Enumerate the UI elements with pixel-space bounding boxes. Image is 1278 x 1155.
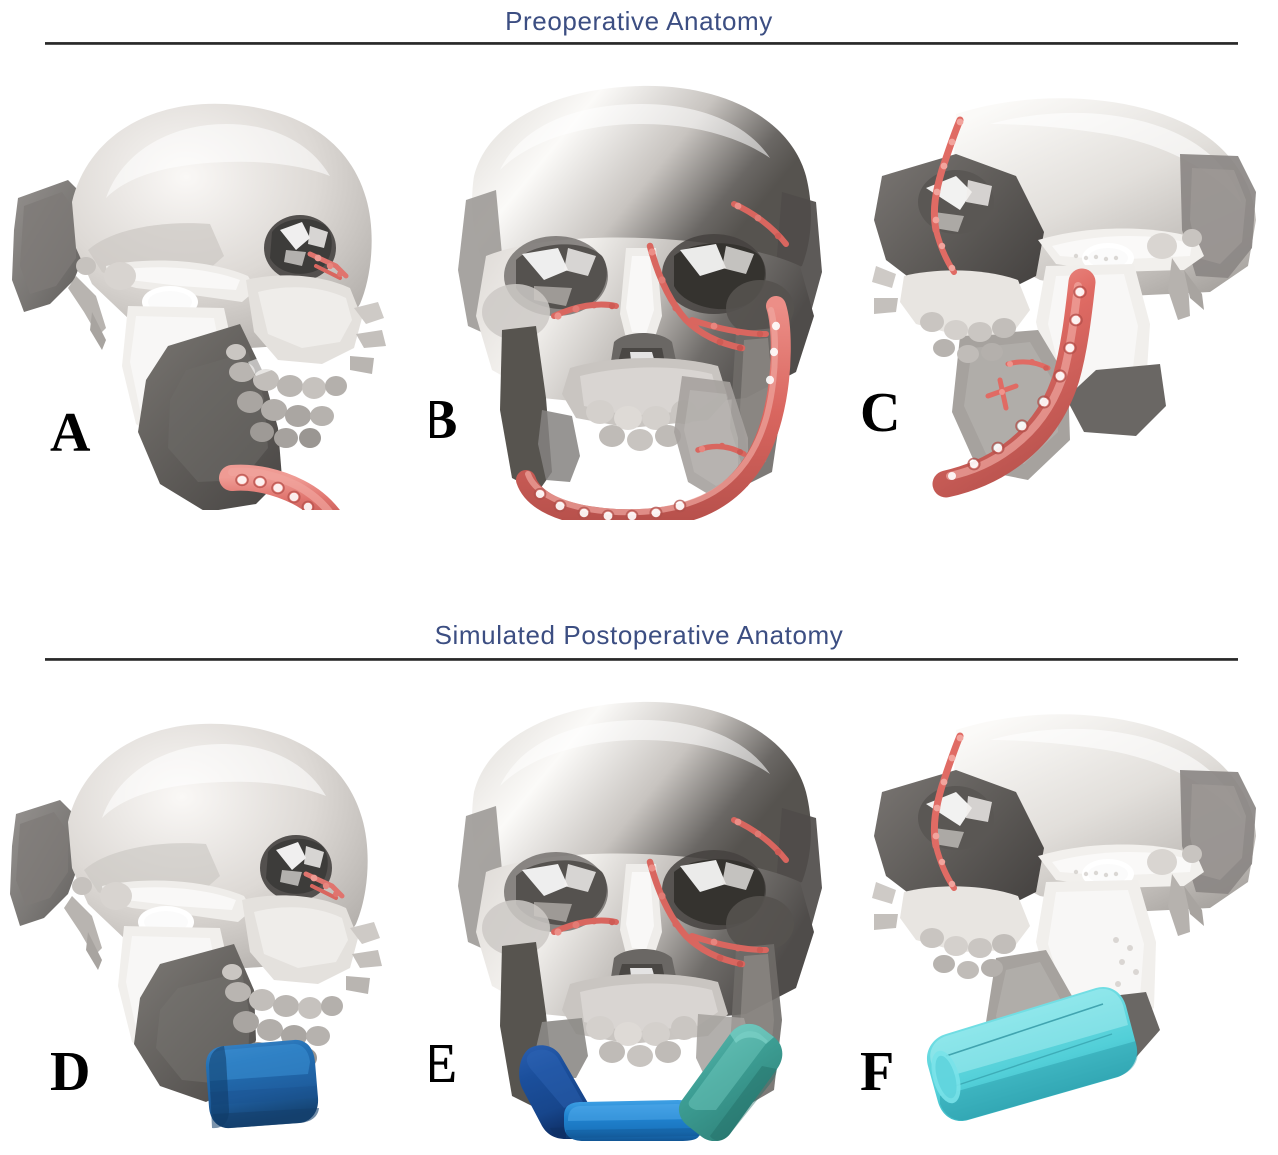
preoperative-section-header: Preoperative Anatomy: [0, 8, 1278, 34]
panel-label-e: E: [430, 1033, 458, 1095]
postoperative-title: Simulated Postoperative Anatomy: [434, 620, 844, 650]
symphysis-plate: [985, 359, 1051, 411]
preoperative-panel-row: A: [0, 60, 1278, 600]
orbital-zygomatic-plate: [930, 116, 964, 275]
panel-label-b: B: [430, 389, 458, 451]
midface-orbital-plates: [551, 817, 789, 968]
panel-d-render[interactable]: [10, 696, 410, 1136]
preoperative-title: Preoperative Anatomy: [505, 6, 773, 36]
mandibular-reconstruction-plate: [932, 268, 1096, 498]
dentition: [586, 1016, 697, 1067]
panel-e-3d-skull-svg: [458, 701, 822, 1141]
panel-d[interactable]: D: [10, 696, 410, 1136]
panel-label-c: C: [860, 382, 901, 444]
dentition: [226, 344, 347, 448]
panel-c-3d-skull-svg: [872, 98, 1256, 498]
panel-e[interactable]: E: [430, 696, 850, 1141]
panel-f[interactable]: F: [860, 696, 1270, 1136]
panel-f-render[interactable]: [860, 696, 1270, 1136]
panel-a-3d-skull-svg: [12, 103, 386, 510]
fibula-graft-segment-1: [926, 986, 1138, 1122]
fibula-graft-segment-3: [678, 1023, 783, 1141]
orbital-plate-hardware: [307, 251, 349, 280]
orbital-plate-hardware: [303, 871, 345, 900]
postoperative-panel-row: D: [0, 676, 1278, 1146]
dentition: [920, 928, 1016, 979]
panel-label-d: D: [50, 1041, 91, 1103]
panel-label-f: F: [860, 1041, 895, 1103]
panel-b-render[interactable]: [430, 80, 850, 520]
orbital-zygomatic-plate: [930, 732, 964, 891]
fibula-graft-assembly: [519, 1023, 783, 1141]
fibula-graft-segment-1: [205, 1039, 319, 1129]
panel-e-render[interactable]: [430, 696, 850, 1141]
panel-c[interactable]: C: [860, 80, 1270, 520]
midface-orbital-plates: [551, 201, 789, 352]
postoperative-section-header: Simulated Postoperative Anatomy: [0, 622, 1278, 648]
panel-f-3d-skull-svg: [872, 714, 1256, 1122]
panel-b-3d-skull-svg: [458, 85, 822, 520]
plate-arch-path: [516, 296, 791, 520]
resected-mandible-shadow: [1066, 364, 1166, 436]
dentition: [920, 312, 1016, 363]
mandibular-reconstruction-plate: [219, 464, 340, 510]
postoperative-divider-rule: [45, 658, 1238, 661]
panel-label-a: A: [50, 402, 91, 464]
preoperative-divider-rule: [45, 42, 1238, 45]
panel-a-render[interactable]: [10, 80, 410, 510]
fibula-graft-segment-2: [564, 1100, 700, 1141]
panel-d-3d-skull-svg: [10, 723, 382, 1129]
panel-b[interactable]: B: [430, 80, 850, 520]
mandible-ramus-left: [500, 326, 552, 492]
panel-c-render[interactable]: [860, 80, 1270, 520]
mandibular-reconstruction-plate: [516, 296, 791, 520]
panel-a[interactable]: A: [10, 80, 410, 510]
